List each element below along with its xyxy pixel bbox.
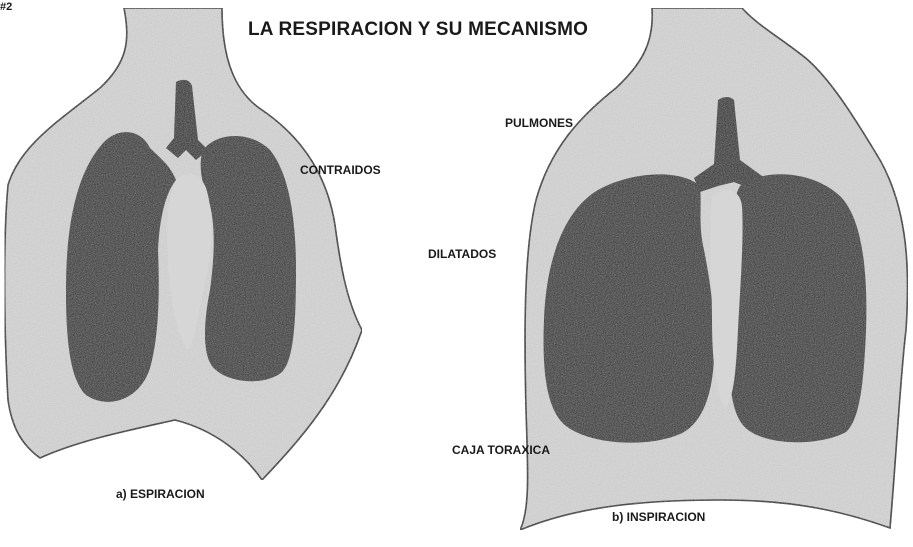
lung-right-b xyxy=(730,174,866,442)
thorax-inspiration xyxy=(520,8,908,530)
label-dilatados: DILATADOS xyxy=(428,248,496,260)
label-pulmones: PULMONES xyxy=(505,117,573,129)
page-marker: #2 xyxy=(0,2,12,13)
thorax-expiration xyxy=(5,8,362,480)
lung-right-a xyxy=(201,136,296,381)
caption-inspiracion: b) INSPIRACION xyxy=(612,511,705,523)
label-contraidos: CONTRAIDOS xyxy=(300,164,381,176)
diagram-title: LA RESPIRACION Y SU MECANISMO xyxy=(248,20,588,39)
label-caja-toraxica: CAJA TORAXICA xyxy=(452,444,550,456)
caption-espiracion: a) ESPIRACION xyxy=(116,488,205,500)
